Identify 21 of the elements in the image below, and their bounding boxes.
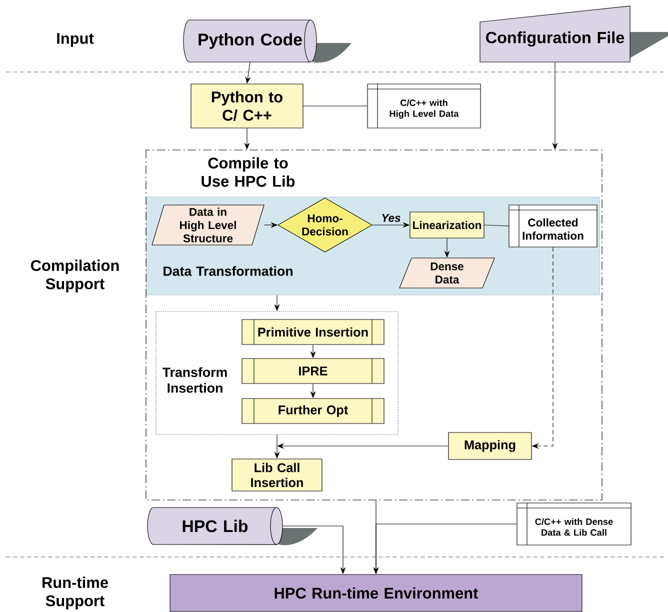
group-title: Transform Insertion bbox=[162, 367, 227, 393]
node-label: Lib Call Insertion bbox=[251, 462, 303, 488]
section-label: Run-time Support bbox=[42, 576, 108, 610]
group-title: Compile to Use HPC Lib bbox=[202, 157, 295, 187]
edge-label: Yes bbox=[380, 212, 402, 224]
node-label: Collected Information bbox=[522, 218, 584, 240]
node-label: Linearization bbox=[413, 220, 481, 230]
node-label: Dense Data bbox=[430, 262, 464, 284]
node-label: Primitive Insertion bbox=[258, 327, 368, 337]
node-label: Data in High Level Structure bbox=[180, 208, 236, 242]
node-label: C/C++ with Dense Data & Lib Call bbox=[535, 518, 613, 536]
group-title: Data Transformation bbox=[164, 266, 292, 276]
node-label: IPRE bbox=[299, 366, 328, 376]
node-label: Further Opt bbox=[278, 405, 348, 417]
node-label: Mapping bbox=[464, 440, 516, 452]
node-label: Homo-Decision bbox=[302, 214, 348, 236]
section-label: Compilation Support bbox=[30, 260, 119, 292]
node-label: HPC Run-time Environment bbox=[274, 587, 478, 599]
node-label: C/C++ with High Level Data bbox=[390, 99, 459, 119]
node-label: Python to C/ C++ bbox=[212, 91, 282, 121]
section-label: Input bbox=[57, 33, 94, 47]
